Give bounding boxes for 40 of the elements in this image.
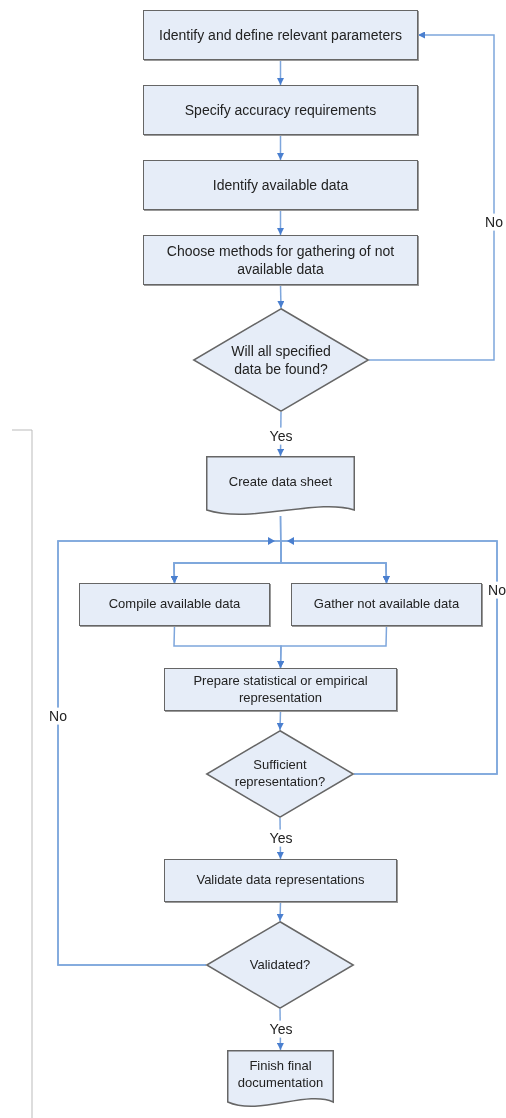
decision-diamond [206, 730, 354, 818]
arrow [276, 901, 284, 922]
step-label: Create data sheet [228, 473, 333, 491]
process-box [143, 160, 418, 210]
step-label: Choose methods for gathering of not available data [165, 241, 396, 279]
arrow [57, 540, 390, 966]
step-label: Compile available data [108, 596, 241, 613]
process-box [143, 85, 418, 135]
edge-label: No [487, 581, 506, 599]
arrow [277, 625, 388, 669]
step-label: Gather not available data [313, 596, 460, 613]
step-label: Identify and define relevant parameters [159, 25, 402, 45]
decision-diamond [193, 308, 369, 412]
process-box [164, 668, 397, 711]
edge-label: No [48, 707, 68, 725]
step-label: Specify accuracy requirements [184, 100, 377, 120]
arrow [368, 31, 495, 361]
edge-label: Yes [268, 829, 294, 847]
arrow [280, 540, 498, 775]
step-label: Identify available data [212, 175, 349, 195]
arrow [277, 134, 284, 161]
step-label: Validate data representations [196, 872, 365, 889]
process-box [143, 10, 418, 60]
decision-diamond [206, 921, 354, 1009]
process-box [79, 583, 270, 626]
arrow [277, 209, 284, 236]
decision-label: Sufficient representation? [233, 757, 327, 791]
arrow [277, 59, 284, 86]
process-box [291, 583, 482, 626]
arrow [276, 710, 284, 731]
decision-label: Will all specified data be found? [230, 341, 332, 379]
decision-label: Validated? [249, 956, 311, 974]
edge-label: No [484, 213, 504, 231]
step-label: Finish final documentation [236, 1058, 325, 1092]
process-box [143, 235, 418, 285]
edge-label: Yes [268, 1020, 294, 1038]
process-box [164, 859, 397, 902]
arrow [277, 284, 285, 309]
edge-label: Yes [268, 427, 294, 445]
step-label: Prepare statistical or empirical representation [192, 672, 369, 707]
